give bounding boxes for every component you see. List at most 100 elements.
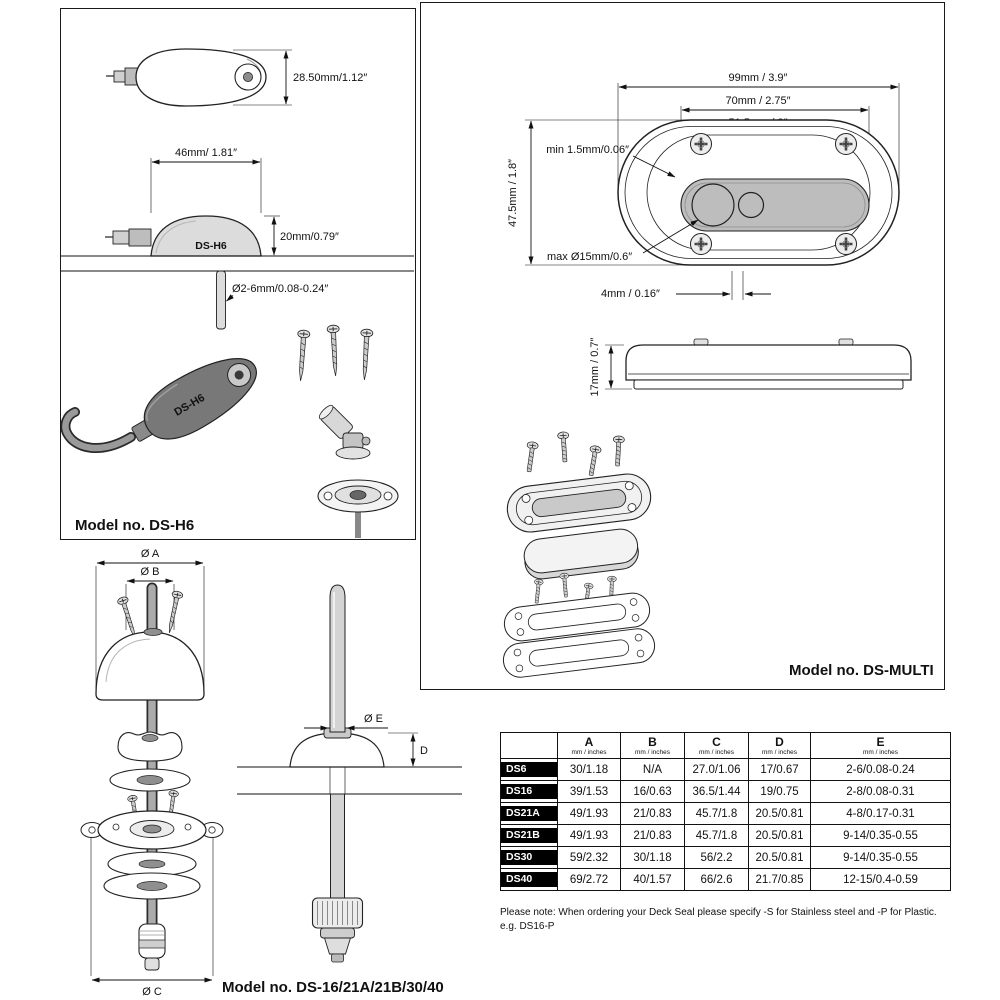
spec-cell: 56/2.2 bbox=[684, 846, 749, 869]
gasket-plate-1 bbox=[503, 592, 651, 642]
table-row: DS6 30/1.18 N/A 27.0/1.06 17/0.67 2-6/0.… bbox=[500, 758, 951, 781]
dsh6-model-caption: Model no. DS-H6 bbox=[75, 517, 194, 534]
spec-cell: 2-8/0.08-0.31 bbox=[810, 780, 951, 803]
spec-cell: 20.5/0.81 bbox=[748, 846, 811, 869]
spec-cell: 21/0.83 bbox=[620, 802, 685, 825]
dim-dsh6-cable: Ø2-6mm/0.08-0.24″ bbox=[232, 283, 328, 295]
spec-cell: 39/1.53 bbox=[557, 780, 621, 803]
dsh6-product-label-side: DS-H6 bbox=[195, 240, 227, 252]
spec-cell: 20.5/0.81 bbox=[748, 802, 811, 825]
gland-nut bbox=[311, 897, 364, 963]
dsh6-body-3d: DS-H6 bbox=[131, 358, 257, 442]
phillips-screw-icon bbox=[834, 232, 858, 256]
spec-cell: 19/0.75 bbox=[748, 780, 811, 803]
cover-plate bbox=[506, 473, 652, 533]
model-label-cell: DS16 bbox=[500, 780, 558, 803]
dsmulti-drawing: 99mm / 3.9″ 70mm / 2.75″ 51.5mm / 2″ bbox=[502, 72, 934, 679]
table-row: DS21A 49/1.93 21/0.83 45.7/1.8 20.5/0.81… bbox=[500, 802, 951, 825]
rubber-seal bbox=[523, 528, 639, 580]
spec-cell: 9-14/0.35-0.55 bbox=[810, 824, 951, 847]
gasket-plate-2 bbox=[502, 628, 656, 678]
spec-cell: 30/1.18 bbox=[620, 846, 685, 869]
table-row: DS21B 49/1.93 21/0.83 45.7/1.8 20.5/0.81… bbox=[500, 824, 951, 847]
dim-dsh6-height: 20mm/0.79″ bbox=[280, 231, 339, 243]
dim-c-label: Ø C bbox=[142, 986, 162, 998]
spec-header-empty bbox=[500, 732, 558, 759]
dim-dsh6-top: 28.50mm/1.12″ bbox=[293, 72, 367, 84]
spec-cell: 66/2.6 bbox=[684, 868, 749, 891]
machine-screw-icon bbox=[557, 431, 571, 463]
phillips-screw-icon bbox=[689, 132, 713, 156]
spec-cell: 49/1.93 bbox=[557, 824, 621, 847]
dsmulti-exploded-view bbox=[502, 431, 656, 678]
deck-base bbox=[317, 479, 399, 538]
dsh6-side-view: 46mm/ 1.81″ DS-H6 20mm/0.79″ Ø2-6mm/0.08… bbox=[61, 147, 414, 330]
dsround-exploded-assembly: Ø A Ø B bbox=[80, 548, 224, 998]
spec-cell: 59/2.32 bbox=[557, 846, 621, 869]
screw-icon bbox=[294, 329, 311, 382]
dsround-area: Ø A Ø B bbox=[58, 542, 488, 1000]
dim-min-edge: min 1.5mm/0.06″ bbox=[546, 144, 629, 156]
table-row: DS16 39/1.53 16/0.63 36.5/1.44 19/0.75 2… bbox=[500, 780, 951, 803]
cable-connector bbox=[138, 923, 166, 971]
dsh6-exploded-view: DS-H6 bbox=[61, 324, 399, 538]
spec-cell: N/A bbox=[620, 758, 685, 781]
dsround-model-caption: Model no. DS-16/21A/21B/30/40 bbox=[222, 979, 444, 996]
spec-cell: 40/1.57 bbox=[620, 868, 685, 891]
spec-cell: 21/0.83 bbox=[620, 824, 685, 847]
table-row: DS30 59/2.32 30/1.18 56/2.2 20.5/0.81 9-… bbox=[500, 846, 951, 869]
table-row: DS40 69/2.72 40/1.57 66/2.6 21.7/0.85 12… bbox=[500, 868, 951, 891]
dim-e-label: Ø E bbox=[364, 713, 383, 725]
model-label-cell: DS40 bbox=[500, 868, 558, 891]
phillips-screw-icon bbox=[689, 232, 713, 256]
dim-gap: 4mm / 0.16″ bbox=[601, 288, 660, 300]
dim-17: 17mm / 0.7″ bbox=[589, 337, 601, 396]
spec-cell: 20.5/0.81 bbox=[748, 824, 811, 847]
spec-cell: 2-6/0.08-0.24 bbox=[810, 758, 951, 781]
spec-cell: 16/0.63 bbox=[620, 780, 685, 803]
small-screw-icon bbox=[531, 578, 544, 604]
spec-cell: 30/1.18 bbox=[557, 758, 621, 781]
dim-a-label: Ø A bbox=[141, 548, 160, 560]
cable-tube bbox=[329, 584, 346, 733]
dim-99: 99mm / 3.9″ bbox=[729, 72, 788, 84]
spec-cell: 17/0.67 bbox=[748, 758, 811, 781]
dim-b-label: Ø B bbox=[141, 566, 160, 578]
dsmulti-model-caption: Model no. DS-MULTI bbox=[789, 662, 934, 679]
rubber-grommet bbox=[117, 731, 183, 762]
base-flange bbox=[80, 810, 224, 850]
spec-cell: 27.0/1.06 bbox=[684, 758, 749, 781]
screw-icon bbox=[326, 324, 343, 377]
model-label-cell: DS21A bbox=[500, 802, 558, 825]
ordering-note: Please note: When ordering your Deck Sea… bbox=[500, 906, 960, 934]
small-screw-icon bbox=[559, 572, 571, 598]
spec-cell: 4-8/0.17-0.31 bbox=[810, 802, 951, 825]
cable-hole-large bbox=[691, 183, 735, 227]
spec-cell: 69/2.72 bbox=[557, 868, 621, 891]
spec-cell: 36.5/1.44 bbox=[684, 780, 749, 803]
dome-cover bbox=[95, 631, 205, 701]
spec-cell: 12-15/0.4-0.59 bbox=[810, 868, 951, 891]
dsround-drawing: Ø A Ø B bbox=[80, 548, 462, 998]
dim-475: 47.5mm / 1.8″ bbox=[507, 159, 519, 227]
dsh6-drawing: 28.50mm/1.12″ 46mm/ 1.81″ DS-H6 20mm/0.7… bbox=[61, 48, 414, 538]
ordering-note-line1: Please note: When ordering your Deck Sea… bbox=[500, 907, 937, 918]
dsmulti-top-view: 99mm / 3.9″ 70mm / 2.75″ 51.5mm / 2″ bbox=[507, 72, 900, 300]
dsh6-top-view: 28.50mm/1.12″ bbox=[106, 48, 367, 107]
screw-icon bbox=[357, 328, 374, 381]
ordering-note-line2: e.g. DS16-P bbox=[500, 921, 555, 932]
spec-cell: 45.7/1.8 bbox=[684, 824, 749, 847]
model-label-cell: DS6 bbox=[500, 758, 558, 781]
machine-screw-icon bbox=[611, 435, 625, 467]
phillips-screw-icon bbox=[834, 132, 858, 156]
elbow-fitting bbox=[318, 404, 371, 460]
dim-max-cable: max Ø15mm/0.6″ bbox=[547, 251, 632, 263]
dsround-installed-assembly: Ø E D bbox=[237, 584, 462, 963]
model-label-cell: DS30 bbox=[500, 846, 558, 869]
